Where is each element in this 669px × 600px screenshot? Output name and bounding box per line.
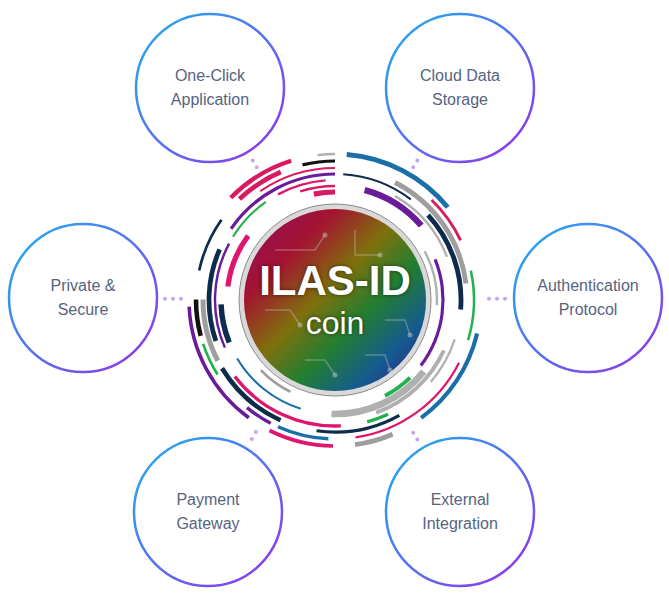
- feature-label: One-Click Application: [151, 64, 269, 112]
- ring-segment: [347, 152, 450, 209]
- ring-segment: [194, 300, 203, 337]
- ring-segment: [277, 179, 325, 195]
- emblem-circle: ILAS-IDcoin: [185, 150, 485, 450]
- ring-segment: [420, 333, 479, 419]
- ring-segment: [220, 367, 281, 422]
- circle-outline: [7, 222, 159, 374]
- feature-label: Payment Gateway: [149, 488, 267, 536]
- feature-circle: Private & Secure: [7, 222, 159, 374]
- ring-segment: [246, 406, 272, 424]
- ring-segment: [313, 189, 335, 196]
- feature-circle: Payment Gateway: [132, 436, 284, 588]
- circle-border: [136, 14, 284, 162]
- ring-segment: [187, 307, 249, 420]
- ring-segment: [302, 159, 335, 166]
- circle-outline: [132, 436, 284, 588]
- feature-circle: Cloud Data Storage: [384, 12, 536, 164]
- dotted-connector: [249, 432, 256, 443]
- ring-segment: [317, 153, 335, 156]
- ring-segment: [467, 270, 475, 340]
- feature-label: Cloud Data Storage: [401, 64, 519, 112]
- ring-segment: [198, 219, 223, 271]
- circle-border: [9, 224, 157, 372]
- circle-outline: [134, 12, 286, 164]
- dotted-connector: [489, 297, 508, 301]
- circle-border: [386, 438, 534, 586]
- dotted-connector: [413, 433, 419, 443]
- feature-circle: One-Click Application: [134, 12, 286, 164]
- ring-segment: [202, 343, 219, 375]
- logo-title: ILAS-ID: [259, 258, 411, 304]
- ring-segment: [229, 159, 292, 200]
- ring-segment: [355, 432, 394, 447]
- ring-segment: [207, 248, 222, 341]
- circle-border: [514, 224, 662, 372]
- emblem-shade: [244, 209, 426, 391]
- feature-circle: Authentication Protocol: [512, 222, 664, 374]
- dotted-connector: [163, 297, 181, 301]
- logo-subtitle: coin: [306, 304, 365, 342]
- feature-label: External Integration: [401, 488, 519, 536]
- feature-label: Private & Secure: [24, 274, 142, 322]
- circle-border: [134, 438, 282, 586]
- dotted-connector: [251, 157, 257, 167]
- circle-outline: [512, 222, 664, 374]
- emblem-core: [244, 209, 426, 391]
- circle-outline: [384, 436, 536, 588]
- circle-border: [386, 14, 534, 162]
- ring-segment: [269, 429, 333, 448]
- emblem-rim: [239, 204, 431, 396]
- ring-segment: [316, 414, 400, 434]
- emblem-rings: [187, 152, 479, 448]
- ring-segment: [201, 299, 220, 361]
- ring-segment: [300, 185, 335, 193]
- circle-outline: [384, 12, 536, 164]
- feature-circle: External Integration: [384, 436, 536, 588]
- feature-label: Authentication Protocol: [529, 274, 647, 322]
- dotted-connector: [413, 157, 419, 167]
